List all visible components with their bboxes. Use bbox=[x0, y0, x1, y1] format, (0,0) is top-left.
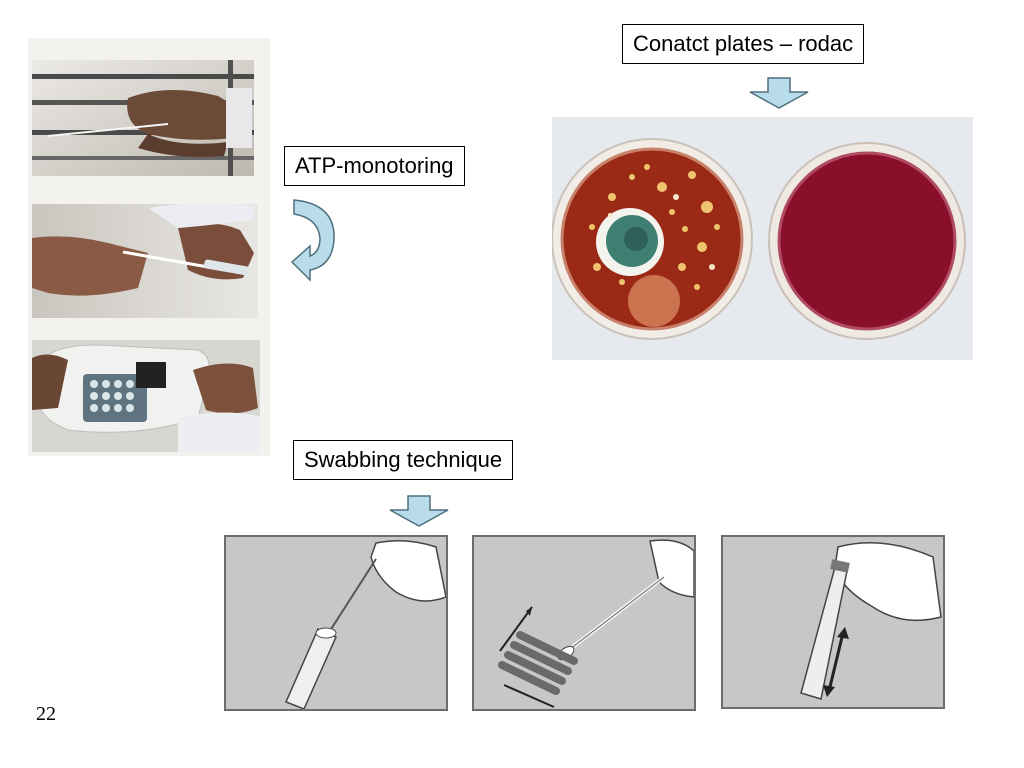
swab-tube-illustration bbox=[284, 540, 446, 709]
atp-photo-strip bbox=[28, 38, 270, 456]
slide-number: 22 bbox=[36, 703, 56, 725]
swab-step-2-panel bbox=[472, 535, 696, 711]
atp-monitoring-label: ATP-monotoring bbox=[284, 146, 465, 186]
swab-return-tube-illustration bbox=[800, 542, 942, 700]
down-arrow-icon bbox=[749, 77, 809, 109]
swab-step-1-panel bbox=[224, 535, 448, 711]
swab-step-3-panel bbox=[721, 535, 945, 709]
curved-arrow-icon bbox=[290, 199, 335, 282]
contact-plates-photo bbox=[552, 117, 973, 360]
atp-photos-illustration bbox=[32, 60, 260, 452]
swab-surface-illustration bbox=[498, 539, 694, 708]
petri-dishes-illustration bbox=[552, 117, 973, 360]
swabbing-technique-label: Swabbing technique bbox=[293, 440, 514, 480]
down-arrow-icon bbox=[389, 495, 449, 527]
contact-plates-label: Conatct plates – rodac bbox=[622, 24, 865, 64]
